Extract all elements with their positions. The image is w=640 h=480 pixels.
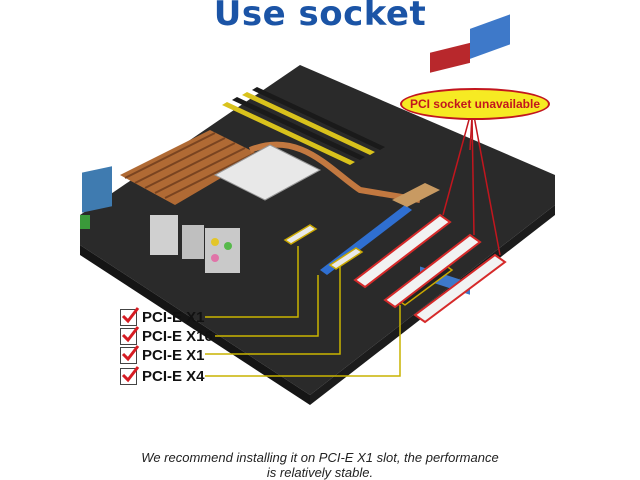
checkmark-icon bbox=[120, 307, 140, 326]
audio-jack-yellow bbox=[211, 238, 219, 246]
pci-slots bbox=[353, 213, 507, 324]
checkmark-icon bbox=[120, 366, 140, 385]
callout-line-4 bbox=[473, 115, 501, 256]
red-capacitor-bank bbox=[430, 42, 470, 73]
audio-jack-pink bbox=[211, 254, 219, 262]
leader-line-x1-top bbox=[205, 246, 299, 318]
cpu-socket bbox=[213, 144, 322, 201]
chipset-heatsink bbox=[392, 183, 440, 207]
leader-line-x16 bbox=[215, 275, 319, 337]
page-title: Use socket bbox=[213, 0, 427, 34]
ram-slots bbox=[222, 87, 385, 165]
recommendation-note: We recommend installing it on PCI-E X1 s… bbox=[0, 450, 640, 480]
callout-line-3 bbox=[471, 115, 475, 236]
sata-ports bbox=[470, 14, 510, 59]
rear-io-usb-ports bbox=[150, 215, 178, 255]
rear-io-green-port bbox=[80, 215, 90, 229]
leader-line-x1-bottom bbox=[205, 266, 341, 355]
motherboard-edge bbox=[80, 245, 310, 405]
slot-label-pcie-x4: PCI-E X4 bbox=[142, 368, 205, 385]
recommendation-line-1: We recommend installing it on PCI-E X1 s… bbox=[141, 450, 499, 465]
slot-label-pcie-x16: PCI-E X16 bbox=[142, 328, 213, 345]
slot-label-pcie-x1-1: PCI-E X1 bbox=[142, 309, 205, 326]
pcie-x1-slot-1 bbox=[283, 224, 318, 245]
slot-label-pcie-x1-2: PCI-E X1 bbox=[142, 347, 205, 364]
checkmark-icon bbox=[120, 326, 140, 345]
rear-io-audio-ports bbox=[205, 228, 240, 273]
copper-heatsink bbox=[120, 130, 421, 205]
pcie-x1-slot-2 bbox=[328, 247, 364, 270]
checkmark-icon bbox=[120, 345, 140, 364]
rear-io-ethernet-port bbox=[182, 225, 204, 259]
rear-io-vga-port bbox=[82, 166, 112, 213]
leader-line-x4 bbox=[205, 305, 401, 377]
audio-jack-green bbox=[224, 242, 232, 250]
recommendation-line-2: is relatively stable. bbox=[266, 465, 374, 480]
pci-unavailable-callout: PCI socket unavailable bbox=[400, 88, 550, 120]
callout-line-2 bbox=[442, 115, 471, 216]
